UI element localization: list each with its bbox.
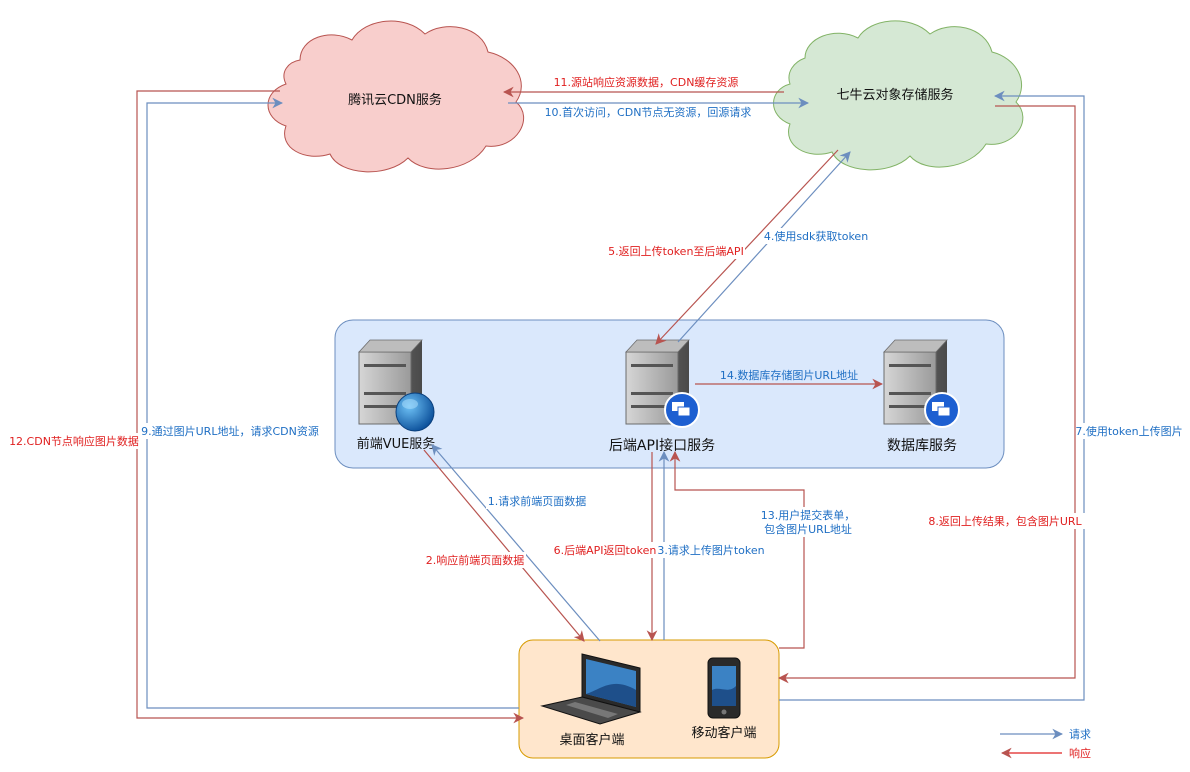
edge-3-label: 3.请求上传图片token	[657, 544, 764, 557]
laptop-icon	[540, 653, 642, 725]
edge-11-label: 11.源站响应资源数据，CDN缓存资源	[554, 75, 739, 89]
edge-9-line	[146, 97, 519, 709]
mobile-label: 移动客户端	[691, 725, 756, 741]
edge-12-line	[136, 90, 525, 724]
desktop-label: 桌面客户端	[559, 732, 624, 748]
edge-7-line	[779, 90, 1085, 701]
legend-request-label: 请求	[1069, 728, 1091, 741]
edge-6-label: 6.后端API返回token	[554, 544, 657, 557]
backend-label: 后端API接口服务	[609, 437, 715, 454]
edge-13-label-line2: 包含图片URL地址	[764, 522, 852, 536]
mobile-icon	[707, 657, 741, 719]
frontend-label: 前端VUE服务	[357, 436, 436, 452]
edge-12-label: 12.CDN节点响应图片数据	[9, 434, 139, 448]
globe-icon	[395, 392, 435, 432]
legend: 请求 响应	[1000, 728, 1091, 760]
edge-1-label: 1.请求前端页面数据	[488, 494, 587, 508]
windows-badge-icon	[664, 392, 700, 428]
edge-13-label-line1: 13.用户提交表单，	[761, 508, 856, 522]
edge-1-line	[431, 444, 601, 642]
tencent-cdn-label: 腾讯云CDN服务	[348, 92, 442, 108]
database-label: 数据库服务	[887, 438, 957, 454]
edge-10-label: 10.首次访问，CDN节点无资源，回源请求	[545, 105, 752, 119]
legend-response-label: 响应	[1069, 746, 1091, 760]
edge-5-line	[655, 149, 839, 345]
edge-14-label: 14.数据库存储图片URL地址	[720, 368, 858, 382]
edge-13-line	[669, 450, 805, 649]
edge-7-label: 7.使用token上传图片	[1075, 425, 1182, 438]
edge-2-line	[423, 449, 585, 642]
tencent-cdn-cloud	[267, 20, 525, 173]
edge-4-line	[677, 151, 851, 343]
edge-5-label: 5.返回上传token至后端API	[608, 245, 744, 258]
windows-badge-icon	[924, 392, 960, 428]
edge-8-line	[777, 105, 1076, 684]
qiniu-storage-label: 七牛云对象存储服务	[836, 87, 953, 103]
edge-9-label: 9.通过图片URL地址，请求CDN资源	[141, 424, 319, 438]
edge-4-label: 4.使用sdk获取token	[764, 230, 868, 243]
qiniu-storage-cloud	[773, 20, 1024, 171]
edge-8-label: 8.返回上传结果，包含图片URL	[928, 514, 1082, 528]
edge-2-label: 2.响应前端页面数据	[426, 553, 525, 567]
